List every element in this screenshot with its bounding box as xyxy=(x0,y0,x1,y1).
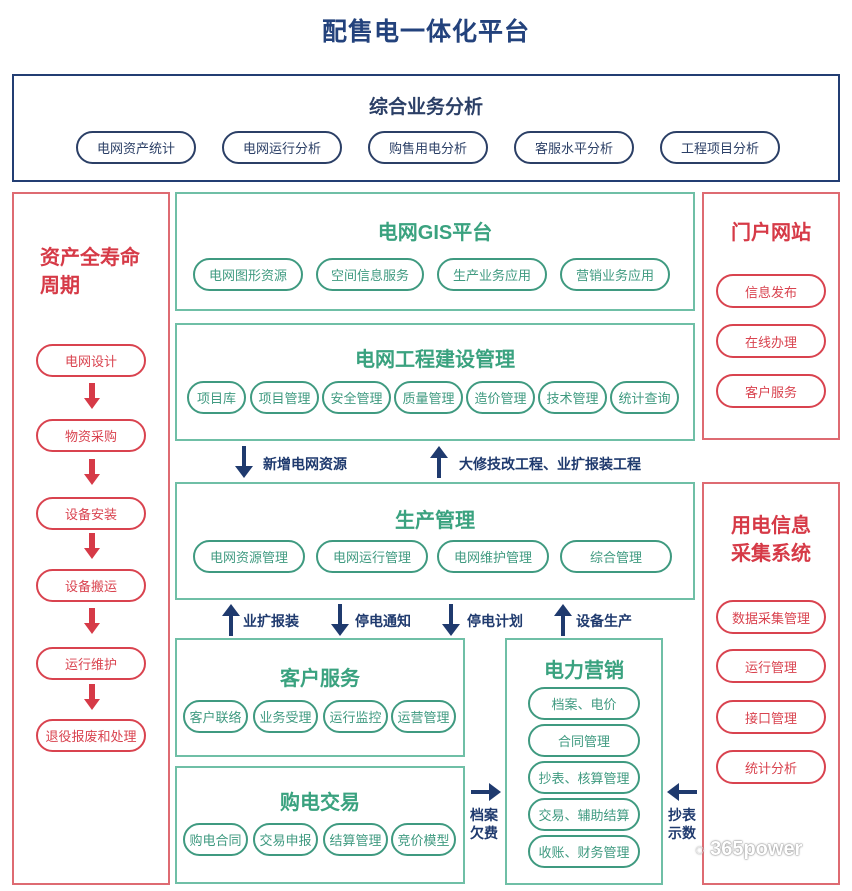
customer-service-item[interactable]: 运行监控 xyxy=(323,700,388,733)
production-item[interactable]: 电网运行管理 xyxy=(316,540,428,573)
flow-label-arrears: 欠费 xyxy=(470,825,498,841)
arrow-down-icon xyxy=(442,604,460,636)
flow-label-reading: 示数 xyxy=(668,825,696,841)
lifecycle-step[interactable]: 设备搬运 xyxy=(36,569,146,602)
purchase-item[interactable]: 购电合同 xyxy=(183,823,248,856)
analysis-item[interactable]: 购售用电分析 xyxy=(368,131,488,164)
arrow-down-icon xyxy=(235,446,253,478)
portal-panel: 门户网站 信息发布 在线办理 客户服务 xyxy=(702,192,840,440)
marketing-item[interactable]: 档案、电价 xyxy=(528,687,640,720)
construction-item[interactable]: 安全管理 xyxy=(322,381,391,414)
lifecycle-step[interactable]: 电网设计 xyxy=(36,344,146,377)
flow-label-meter: 抄表 xyxy=(668,807,696,823)
construction-item[interactable]: 项目库 xyxy=(187,381,246,414)
purchase-item[interactable]: 交易申报 xyxy=(253,823,318,856)
gis-item[interactable]: 生产业务应用 xyxy=(437,258,547,291)
collection-panel: 用电信息 采集系统 数据采集管理 运行管理 接口管理 统计分析 xyxy=(702,482,840,885)
construction-title: 电网工程建设管理 xyxy=(355,349,515,371)
collection-item[interactable]: 统计分析 xyxy=(716,750,826,784)
construction-item[interactable]: 质量管理 xyxy=(394,381,463,414)
portal-item[interactable]: 在线办理 xyxy=(716,324,826,358)
purchase-item[interactable]: 结算管理 xyxy=(323,823,388,856)
lifecycle-title-line1: 资产全寿命 xyxy=(40,247,140,269)
flow-label: 停电通知 xyxy=(355,613,411,629)
construction-item[interactable]: 技术管理 xyxy=(538,381,607,414)
analysis-title: 综合业务分析 xyxy=(368,97,483,118)
marketing-title: 电力营销 xyxy=(544,660,624,682)
flow-label: 设备生产 xyxy=(576,613,632,629)
marketing-item[interactable]: 收账、财务管理 xyxy=(528,835,640,868)
customer-service-item[interactable]: 运营管理 xyxy=(391,700,456,733)
purchase-panel: 购电交易 购电合同 交易申报 结算管理 竞价模型 xyxy=(175,766,465,884)
lifecycle-step[interactable]: 运行维护 xyxy=(36,647,146,680)
flow-label: 业扩报装 xyxy=(243,613,299,629)
flow-label-overhaul: 大修技改工程、业扩报装工程 xyxy=(459,456,641,472)
gis-title: 电网GIS平台 xyxy=(377,222,493,244)
lifecycle-panel: 资产全寿命 周期 电网设计 物资采购 设备安装 设备搬运 运行维护 退役报废和处… xyxy=(12,192,170,885)
flow-label-new-resources: 新增电网资源 xyxy=(263,456,347,472)
arrow-down-icon xyxy=(84,684,100,710)
analysis-item[interactable]: 电网运行分析 xyxy=(222,131,342,164)
gis-item[interactable]: 空间信息服务 xyxy=(316,258,424,291)
portal-item[interactable]: 信息发布 xyxy=(716,274,826,308)
arrow-left-icon xyxy=(667,783,697,801)
watermark: ◌ 365power xyxy=(695,838,802,861)
construction-panel: 电网工程建设管理 项目库 项目管理 安全管理 质量管理 造价管理 技术管理 统计… xyxy=(175,323,695,441)
construction-item[interactable]: 造价管理 xyxy=(466,381,535,414)
marketing-item[interactable]: 交易、辅助结算 xyxy=(528,798,640,831)
portal-item[interactable]: 客户服务 xyxy=(716,374,826,408)
purchase-title: 购电交易 xyxy=(280,792,360,814)
analysis-panel: 综合业务分析 电网资产统计 电网运行分析 购售用电分析 客服水平分析 工程项目分… xyxy=(12,74,840,182)
wechat-icon: ◌ xyxy=(695,842,705,859)
watermark-text: 365power xyxy=(710,838,803,860)
marketing-item[interactable]: 抄表、核算管理 xyxy=(528,761,640,794)
collection-item[interactable]: 接口管理 xyxy=(716,700,826,734)
gis-panel: 电网GIS平台 电网图形资源 空间信息服务 生产业务应用 营销业务应用 xyxy=(175,192,695,311)
production-item[interactable]: 电网资源管理 xyxy=(193,540,305,573)
collection-title-line2: 采集系统 xyxy=(731,543,811,565)
analysis-item[interactable]: 客服水平分析 xyxy=(514,131,634,164)
page-title: 配售电一体化平台 xyxy=(321,18,530,46)
production-item[interactable]: 电网维护管理 xyxy=(437,540,549,573)
lifecycle-step[interactable]: 物资采购 xyxy=(36,419,146,452)
arrow-up-icon xyxy=(554,604,572,636)
marketing-item[interactable]: 合同管理 xyxy=(528,724,640,757)
purchase-item[interactable]: 竞价模型 xyxy=(391,823,456,856)
arrow-down-icon xyxy=(84,608,100,634)
arrow-up-icon xyxy=(430,446,448,478)
production-panel: 生产管理 电网资源管理 电网运行管理 电网维护管理 综合管理 xyxy=(175,482,695,600)
collection-item[interactable]: 数据采集管理 xyxy=(716,600,826,634)
collection-title-line1: 用电信息 xyxy=(731,515,811,537)
flow-label: 停电计划 xyxy=(467,613,523,629)
arrow-up-icon xyxy=(222,604,240,636)
arrow-down-icon xyxy=(84,533,100,559)
customer-service-item[interactable]: 业务受理 xyxy=(253,700,318,733)
arrow-right-icon xyxy=(471,783,501,801)
analysis-item[interactable]: 电网资产统计 xyxy=(76,131,196,164)
customer-service-item[interactable]: 客户联络 xyxy=(183,700,248,733)
collection-item[interactable]: 运行管理 xyxy=(716,649,826,683)
lifecycle-step[interactable]: 设备安装 xyxy=(36,497,146,530)
arrow-down-icon xyxy=(84,383,100,409)
gis-item[interactable]: 营销业务应用 xyxy=(560,258,670,291)
production-title: 生产管理 xyxy=(395,510,475,532)
flow-label-archive: 档案 xyxy=(470,807,498,823)
marketing-panel: 电力营销 档案、电价 合同管理 抄表、核算管理 交易、辅助结算 收账、财务管理 xyxy=(505,638,663,885)
gis-item[interactable]: 电网图形资源 xyxy=(193,258,303,291)
production-item[interactable]: 综合管理 xyxy=(560,540,672,573)
analysis-item[interactable]: 工程项目分析 xyxy=(660,131,780,164)
arrow-down-icon xyxy=(84,459,100,485)
lifecycle-step[interactable]: 退役报废和处理 xyxy=(36,719,146,752)
arrow-down-icon xyxy=(331,604,349,636)
lifecycle-title-line2: 周期 xyxy=(40,275,80,297)
customer-service-title: 客户服务 xyxy=(280,668,360,690)
construction-item[interactable]: 统计查询 xyxy=(610,381,679,414)
portal-title: 门户网站 xyxy=(731,222,811,244)
customer-service-panel: 客户服务 客户联络 业务受理 运行监控 运营管理 xyxy=(175,638,465,757)
construction-item[interactable]: 项目管理 xyxy=(250,381,319,414)
